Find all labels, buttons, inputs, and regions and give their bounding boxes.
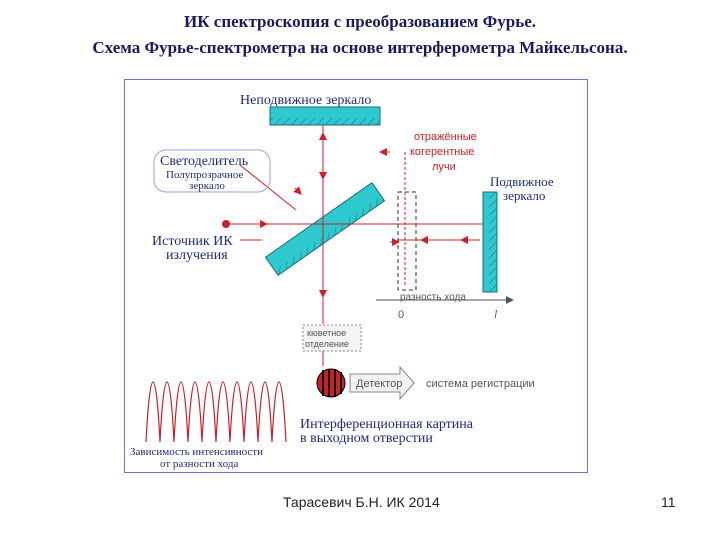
semi-mirror-label-line2: зеркало [189,180,225,192]
beamsplitter-label-box [153,149,271,193]
semi-mirror-label-line1: Полупрозрачное [166,169,244,181]
beamsplitter-label: Светоделитель [160,154,248,169]
fixed-mirror [269,106,381,126]
registration-system-label: система регистрации [426,378,535,390]
moving-mirror-label-line1: Подвижное [490,174,554,189]
mirror-travel-region [397,191,417,291]
detector-arrow [349,365,415,401]
reflected-beams-label-line2: когерентные [410,146,474,158]
interference-pattern-icon [316,368,346,398]
cuvette-label-line1: кюветное [307,328,346,338]
interference-label-line2: в выходном отверстии [300,431,433,446]
ir-source-icon [222,220,230,228]
cuvette-compartment [302,324,362,352]
path-difference-label: разность хода [400,292,466,303]
reflected-beams-label-line3: лучи [432,161,456,173]
slide-author: Тарасевич Б.Н. ИК 2014 [283,494,440,510]
moving-mirror [482,191,498,293]
interference-label-line1: Интерференционная картина [300,417,474,432]
ir-source-label-line1: Источник ИК [152,234,233,249]
reflected-beams-label-line1: отражённые [414,131,477,143]
slide-title-line2: Схема Фурье-спектрометра на основе интер… [92,38,628,57]
interferogram-wave [145,381,287,443]
detector-label: Детектор [356,378,402,390]
intensity-label-line1: Зависимость интенсивности [130,446,263,458]
moving-mirror-label-line2: зеркало [503,188,545,203]
diagram-frame [124,79,588,473]
cuvette-label-line2: отделение [305,339,349,349]
ir-source-label-line2: излучения [166,248,228,263]
fixed-mirror-label: Неподвижное зеркало [240,93,371,108]
beamsplitter [264,182,386,276]
axis-zero-label: 0 [398,309,404,321]
intensity-label-line2: от разности хода [160,458,238,470]
axis-l-label: l [494,307,498,321]
slide-page-number: 11 [661,494,676,510]
slide-title-line1: ИК спектроскопия с преобразованием Фурье… [184,12,536,31]
